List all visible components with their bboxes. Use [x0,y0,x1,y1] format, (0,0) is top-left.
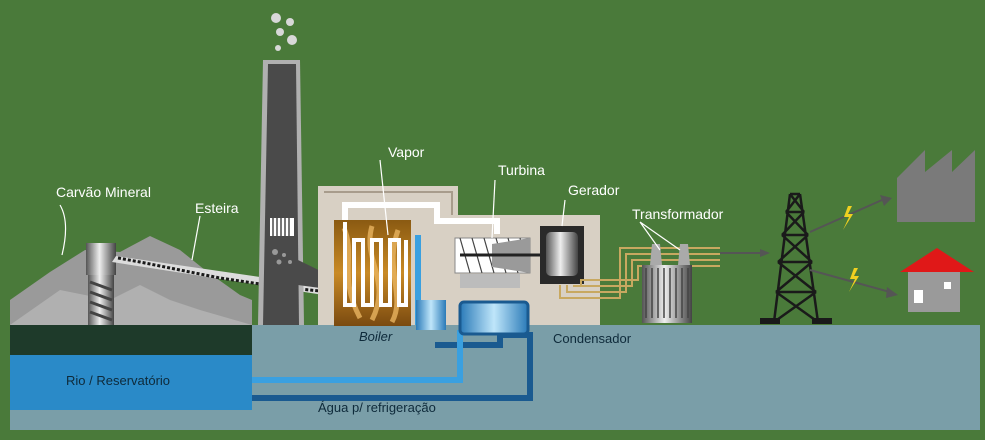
cooling-pipe-light [252,330,463,383]
turbine-label: Turbina [498,162,545,178]
reservoir-label: Rio / Reservatório [66,373,171,388]
coal-label: Carvão Mineral [56,184,151,200]
condenser [458,300,530,336]
water-tank [416,300,446,330]
boiler-coil [343,222,408,307]
power-lines [559,247,720,299]
transformer [642,265,692,323]
boiler-label: Boiler [359,329,393,344]
factory-icon [897,150,975,222]
house-icon [900,248,974,312]
transformer-label: Transformador [632,206,724,222]
generator-label: Gerador [568,182,620,198]
cooling-water-label: Água p/ refrigeração [318,400,436,415]
conveyor-label: Esteira [195,200,239,216]
mountain-front [10,285,252,325]
coal-ground [10,325,252,355]
reservoir [10,355,252,410]
lightning-icon [849,268,859,292]
smoke-icon [271,13,297,51]
leader-lines [59,159,681,261]
coal-hopper [86,243,116,275]
condenser-label: Condensador [553,331,632,346]
transmission-tower [772,192,820,324]
lightning-icon [843,206,853,230]
steam-label: Vapor [388,144,425,160]
steam-pipe [342,202,500,234]
